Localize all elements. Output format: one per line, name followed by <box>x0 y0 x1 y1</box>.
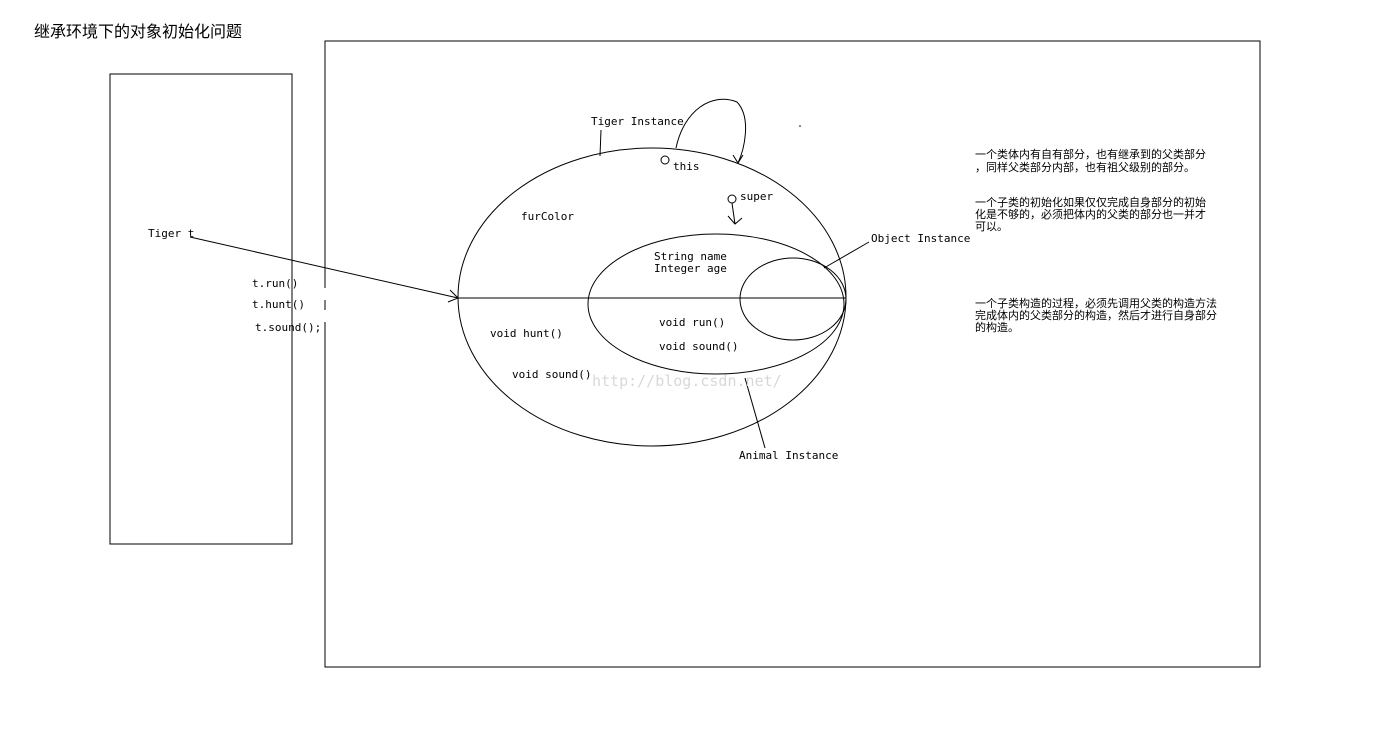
super-label: super <box>740 190 773 203</box>
watermark: http://blog.csdn.net/ <box>592 372 782 390</box>
heap-box <box>324 40 1261 668</box>
super-arrow <box>731 202 736 225</box>
tiger-method-sound: void sound() <box>512 368 591 381</box>
note-1-line-2: ，同样父类部分内部，也有祖父级别的部分。 <box>975 160 1195 174</box>
diagram-title: 继承环境下的对象初始化问题 <box>34 22 242 41</box>
tiger-reference-label: Tiger t <box>148 227 194 240</box>
note-2-line-3: 可以。 <box>975 220 1008 233</box>
object-instance-ellipse <box>739 257 847 341</box>
tiger-method-hunt: void hunt() <box>490 327 563 340</box>
animal-instance-label: Animal Instance <box>739 449 838 462</box>
animal-method-sound: void sound() <box>659 340 738 353</box>
object-instance-label: Object Instance <box>871 232 970 245</box>
tiger-field-furcolor: furColor <box>521 210 574 223</box>
this-pointer-icon <box>660 155 670 165</box>
animal-field-name: String name <box>654 250 727 263</box>
tiger-instance-label: Tiger Instance <box>591 115 684 128</box>
note-3-line-3: 的构造。 <box>975 320 1019 334</box>
note-3-line-1: 一个子类构造的过程，必须先调用父类的构造方法 <box>975 296 1217 310</box>
call-sound: t.sound(); <box>255 321 321 334</box>
super-arrow-head <box>727 215 743 225</box>
stray-dot <box>799 125 801 127</box>
this-self-reference-arrow <box>675 98 747 164</box>
super-pointer-icon <box>727 194 737 204</box>
animal-instance-ellipse <box>587 233 845 375</box>
this-arrow-head <box>732 154 744 164</box>
animal-instance-leader <box>744 377 766 449</box>
note-3-line-2: 完成体内的父类部分的构造，然后才进行自身部分 <box>975 308 1217 322</box>
this-label: this <box>673 160 700 173</box>
note-2-line-1: 一个子类的初始化如果仅仅完成自身部分的初始 <box>975 195 1206 209</box>
animal-field-age: Integer age <box>654 262 727 275</box>
stack-box <box>109 73 293 545</box>
tiger-instance-ellipse <box>457 147 847 447</box>
note-1-line-1: 一个类体内有自有部分，也有继承到的父类部分 <box>975 147 1206 161</box>
call-run: t.run() <box>252 277 298 290</box>
animal-method-run: void run() <box>659 316 725 329</box>
note-2-line-2: 化是不够的，必须把体内的父类的部分也一并才 <box>975 207 1206 221</box>
reference-arrow <box>189 236 459 299</box>
tiger-instance-leader <box>599 129 602 157</box>
call-hunt: t.hunt() <box>252 298 305 311</box>
object-instance-leader <box>823 241 870 269</box>
